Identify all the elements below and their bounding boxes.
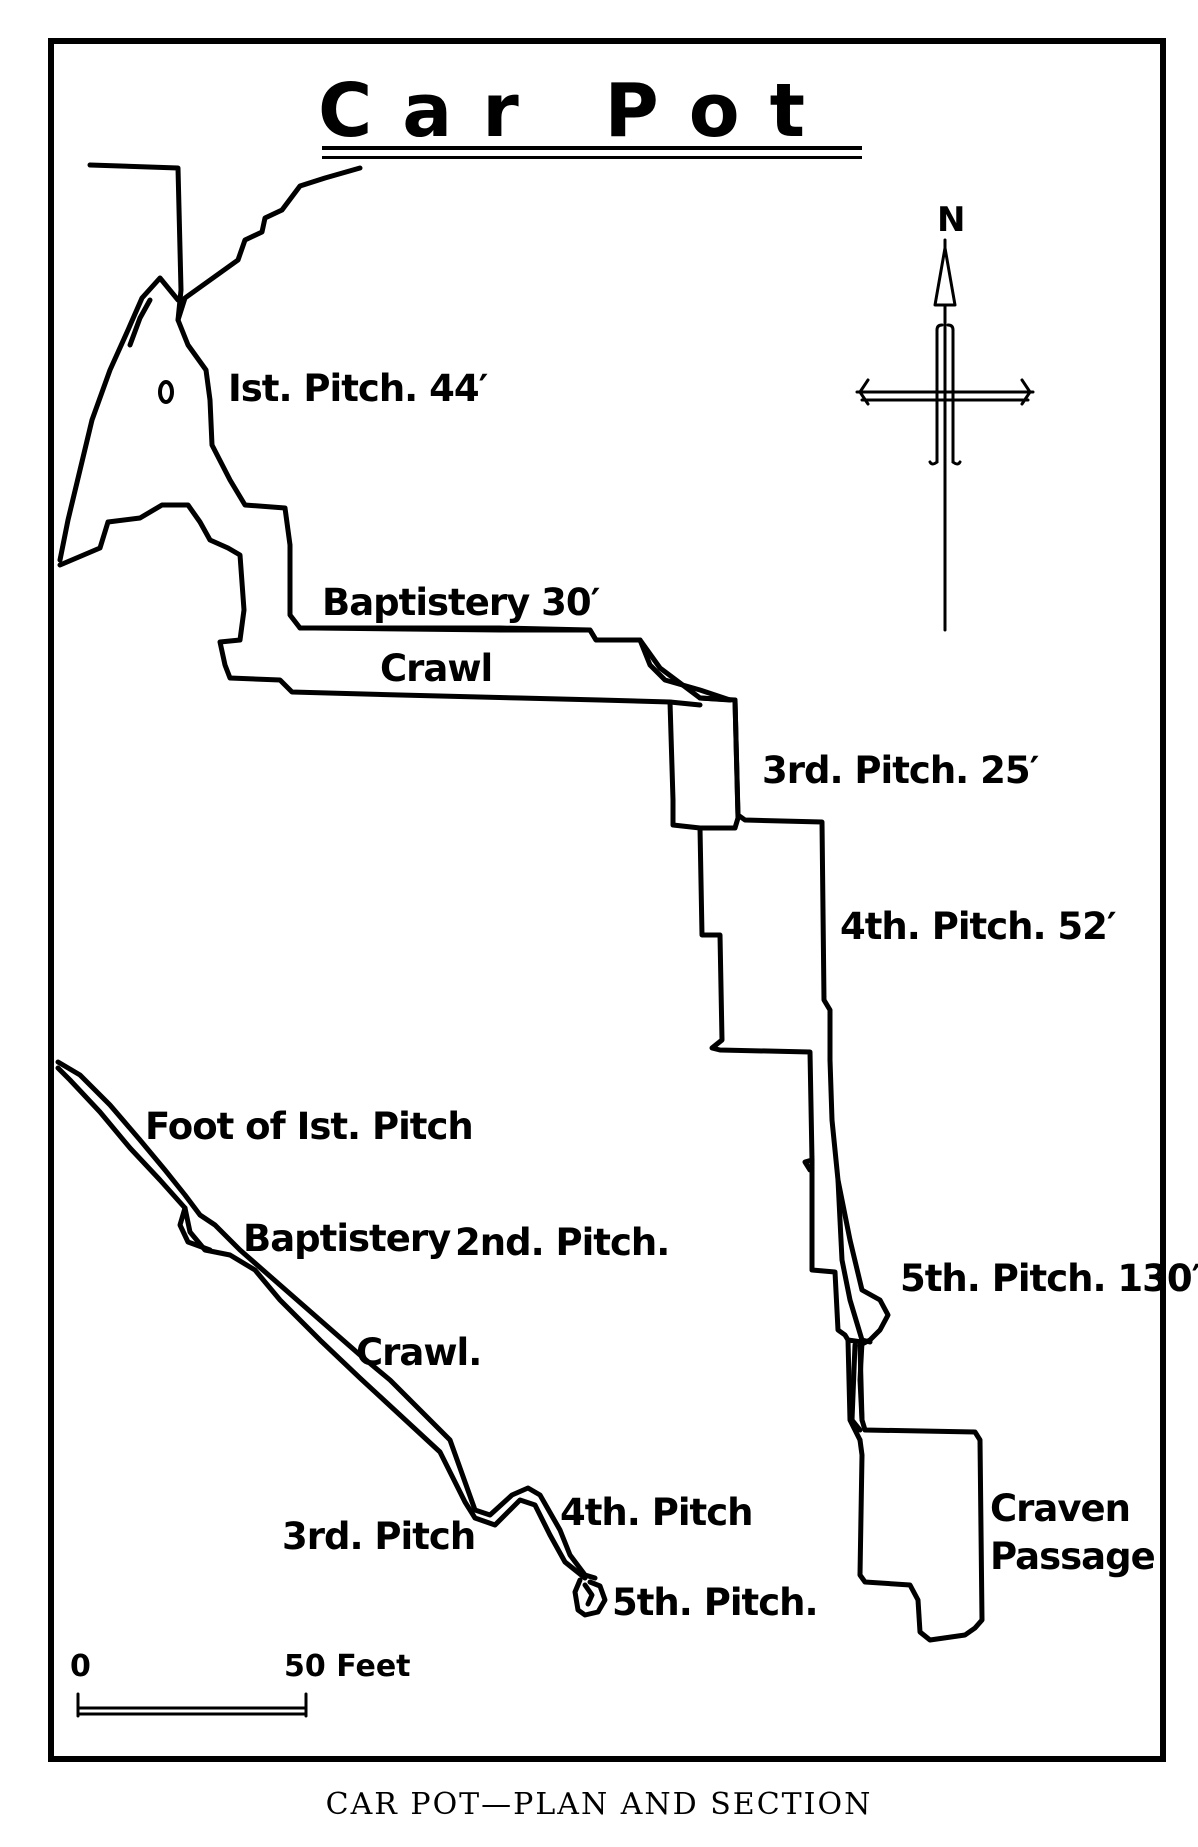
plan-pitch4-wall-left [697, 825, 815, 1173]
map-title: Car Pot [318, 68, 835, 154]
plan-craven-inner [849, 1342, 863, 1433]
label-plan-pitch5: 5th. Pitch. 130′ [900, 1257, 1198, 1300]
map-frame [48, 38, 1166, 1762]
plan-shaft-inner [127, 297, 153, 348]
scale-start-label: 0 [70, 1649, 91, 1684]
plan-entrance-shaft [57, 275, 181, 563]
plan-pitch3-wall-right [732, 697, 833, 1063]
label-section-pitch5: 5th. Pitch. [612, 1581, 819, 1624]
label-plan-craven-1: Craven [990, 1487, 1131, 1530]
plan-entrance-wall-right [175, 165, 363, 323]
section-upper-line [55, 1059, 598, 1581]
entrance-marker [158, 380, 174, 404]
label-section-pitch4: 4th. Pitch [560, 1491, 753, 1534]
label-plan-baptistery: Baptistery 30′ [322, 581, 600, 624]
label-section-crawl: Crawl. [356, 1331, 482, 1374]
plan-pitch5-lower-left [845, 1337, 863, 1443]
section-baptistery-pocket [177, 1205, 213, 1253]
section-pitch5-shaft [572, 1577, 608, 1618]
figure-caption: CAR POT—PLAN AND SECTION [325, 1787, 873, 1822]
compass-rose [855, 238, 1035, 632]
compass-north-label: N [937, 200, 966, 240]
plan-baptistery-upper-wall [57, 502, 703, 708]
label-plan-pitch3: 3rd. Pitch. 25′ [762, 749, 1039, 792]
label-section-foot: Foot of Ist. Pitch [145, 1105, 474, 1148]
label-plan-crawl: Crawl [380, 647, 493, 690]
label-plan-craven-2: Passage [990, 1535, 1156, 1578]
plan-pitch3-wall [667, 695, 741, 831]
scale-bar [76, 1692, 308, 1718]
label-plan-pitch1: Ist. Pitch. 44′ [228, 367, 488, 410]
title-underline [322, 146, 862, 159]
plan-pitch4-wall-right [827, 1057, 891, 1348]
scale-end-label: 50 Feet [284, 1649, 411, 1684]
label-section-pitch3: 3rd. Pitch [282, 1515, 476, 1558]
plan-pitch5-inner2 [835, 1177, 873, 1345]
section-lower-line [55, 1065, 588, 1581]
section-pitch5-ring [582, 1582, 595, 1607]
label-plan-pitch4: 4th. Pitch. 52′ [840, 905, 1117, 948]
label-section-baptistery: Baptistery [243, 1217, 451, 1260]
label-section-pitch2: 2nd. Pitch. [455, 1221, 670, 1264]
plan-craven-passage [857, 1342, 985, 1643]
plan-crawl-lower-wall [297, 625, 733, 703]
